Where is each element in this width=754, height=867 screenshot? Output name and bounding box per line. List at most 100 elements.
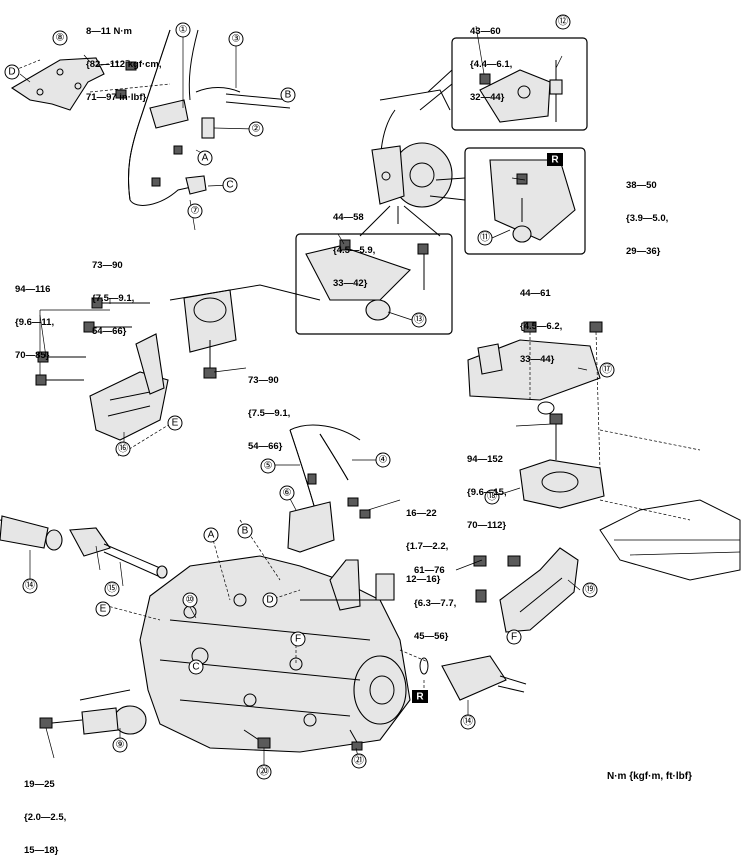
svg-text:⑯: ⑯ (118, 443, 128, 455)
callout-2: ② (248, 121, 264, 137)
svg-text:⑳: ⑳ (259, 766, 269, 778)
marker-c-bottom: C (188, 659, 204, 675)
svg-text:⑭: ⑭ (463, 716, 473, 728)
svg-text:⑭: ⑭ (25, 580, 35, 592)
svg-text:D: D (266, 595, 273, 606)
torque-spec-cable-bracket: 16—22 {1.7—2.2, 12—16} (406, 508, 449, 585)
svg-text:F: F (511, 632, 517, 643)
marker-c-top: C (222, 177, 238, 193)
callout-10: ⑩ (182, 592, 198, 608)
marker-b-bottom: B (237, 523, 253, 539)
bolts-mount-16 (35, 297, 217, 386)
torque-spec-mount-18-bolt: 94—152 {9.6—15, 70—112} (467, 454, 507, 531)
svg-text:B: B (242, 526, 249, 537)
marker-e-bottom: E (95, 601, 111, 617)
svg-text:⑱: ⑱ (487, 491, 497, 503)
knuckle-hub (371, 89, 453, 224)
drive-shaft-right (419, 655, 527, 701)
marker-e-top: E (167, 415, 183, 431)
callout-17: ⑰ (599, 362, 615, 378)
marker-a-bottom: A (203, 527, 219, 543)
svg-text:B: B (285, 90, 292, 101)
callout-12: ⑫ (555, 14, 571, 30)
marker-d-top: D (4, 64, 20, 80)
callout-15: ⑮ (104, 581, 120, 597)
callout-3: ③ (228, 31, 244, 47)
drive-shaft-left (0, 515, 63, 551)
torque-spec-lower-arm: 44—58 {4.5—5.9, 33—42} (333, 212, 376, 289)
body-frame-right (599, 429, 741, 581)
mount-18 (519, 413, 605, 509)
svg-text:C: C (192, 662, 199, 673)
svg-text:R: R (551, 155, 559, 166)
replace-mark-top: R (547, 153, 563, 166)
slave-cylinder-9 (39, 689, 147, 735)
svg-text:⑨: ⑨ (116, 740, 125, 751)
callout-11: ⑪ (477, 230, 493, 246)
svg-text:④: ④ (379, 455, 388, 466)
torque-spec-mount-through-bolt: 73—90 {7.5—9.1, 54—66} (248, 375, 291, 452)
svg-text:⑤: ⑤ (264, 461, 273, 472)
svg-text:⑧: ⑧ (56, 33, 65, 44)
callout-6: ⑥ (279, 485, 295, 501)
svg-text:A: A (208, 530, 215, 541)
svg-text:R: R (416, 692, 424, 703)
callout-20: ⑳ (256, 764, 272, 780)
intermediate-shaft (69, 527, 168, 579)
svg-text:⑦: ⑦ (191, 206, 200, 217)
mount-19 (473, 547, 579, 633)
callout-14-left: ⑭ (22, 578, 38, 594)
marker-f-right: F (506, 629, 522, 645)
svg-text:⑫: ⑫ (558, 16, 568, 28)
transaxle-case (139, 555, 411, 753)
marker-d-bottom: D (262, 592, 278, 608)
callout-7: ⑦ (187, 203, 203, 219)
engine-mount-16 (39, 284, 321, 441)
callout-4: ④ (375, 452, 391, 468)
torque-spec-mount-19: 61—76 {6.3—7.7, 45—56} (414, 565, 457, 642)
svg-text:⑬: ⑬ (414, 314, 424, 326)
torque-spec-mount-upper: 73—90 {7.5—9.1, 54—66} (92, 260, 135, 337)
replace-mark-bottom: R (412, 690, 428, 703)
callout-8: ⑧ (52, 30, 68, 46)
svg-text:D: D (8, 67, 15, 78)
svg-text:⑰: ⑰ (602, 364, 612, 376)
marker-f-bottom: F (290, 631, 306, 647)
torque-spec-slave-cylinder: 19—25 {2.0—2.5, 15—18} (24, 779, 67, 856)
svg-text:②: ② (252, 124, 261, 135)
svg-text:⑩: ⑩ (186, 595, 195, 606)
diagram-canvas: ① ② ③ ④ ⑤ ⑥ ⑦ ⑧ ⑨ ⑩ ⑪ ⑫ ⑬ ⑭ ⑭ ⑮ ⑯ ⑰ ⑱ ⑲ … (0, 14, 741, 780)
svg-text:⑥: ⑥ (283, 488, 292, 499)
svg-text:A: A (202, 153, 209, 164)
callout-21: ㉑ (351, 753, 367, 769)
torque-unit-note: N·m {kgf·m, ft·lbf} (607, 771, 692, 782)
bolt-top-left (115, 61, 137, 99)
svg-text:⑲: ⑲ (585, 584, 595, 596)
marker-a-top: A (197, 150, 213, 166)
torque-spec-bracket-8: 8—11 N·m {82—112 kgf·cm, 71—97 in·lbf} (86, 26, 162, 103)
svg-text:①: ① (179, 25, 188, 36)
speed-sensor-harness (128, 29, 291, 206)
svg-text:E: E (172, 418, 179, 429)
bolts-transaxle (243, 729, 363, 751)
shift-cables (289, 424, 361, 521)
zoom-box-ball-joint (295, 205, 453, 335)
svg-text:⑮: ⑮ (107, 583, 117, 595)
callout-5: ⑤ (260, 458, 276, 474)
cable-bracket-6 (287, 497, 371, 553)
svg-text:C: C (226, 180, 233, 191)
svg-text:③: ③ (232, 34, 241, 45)
svg-text:⑪: ⑪ (480, 232, 490, 244)
callout-1: ① (175, 22, 191, 38)
torque-spec-mount-16-bolts: 94—116 {9.6—11, 70—85} (15, 284, 55, 361)
callout-9: ⑨ (112, 737, 128, 753)
zoom-box-lower-arm (429, 147, 586, 255)
callout-18: ⑱ (484, 489, 500, 505)
torque-spec-ball-joint-nut: 38—50 {3.9—5.0, 29—36} (626, 180, 669, 257)
torque-spec-tie-rod-nut: 43—60 {4.4—6.1, 32—44} (470, 26, 513, 103)
zoom-box-tie-rod (419, 37, 588, 131)
callout-19: ⑲ (582, 582, 598, 598)
marker-b-top: B (280, 87, 296, 103)
callout-13: ⑬ (411, 312, 427, 328)
torque-spec-mount-17-nuts: 44—61 {4.5—6.2, 33—44} (520, 288, 563, 365)
